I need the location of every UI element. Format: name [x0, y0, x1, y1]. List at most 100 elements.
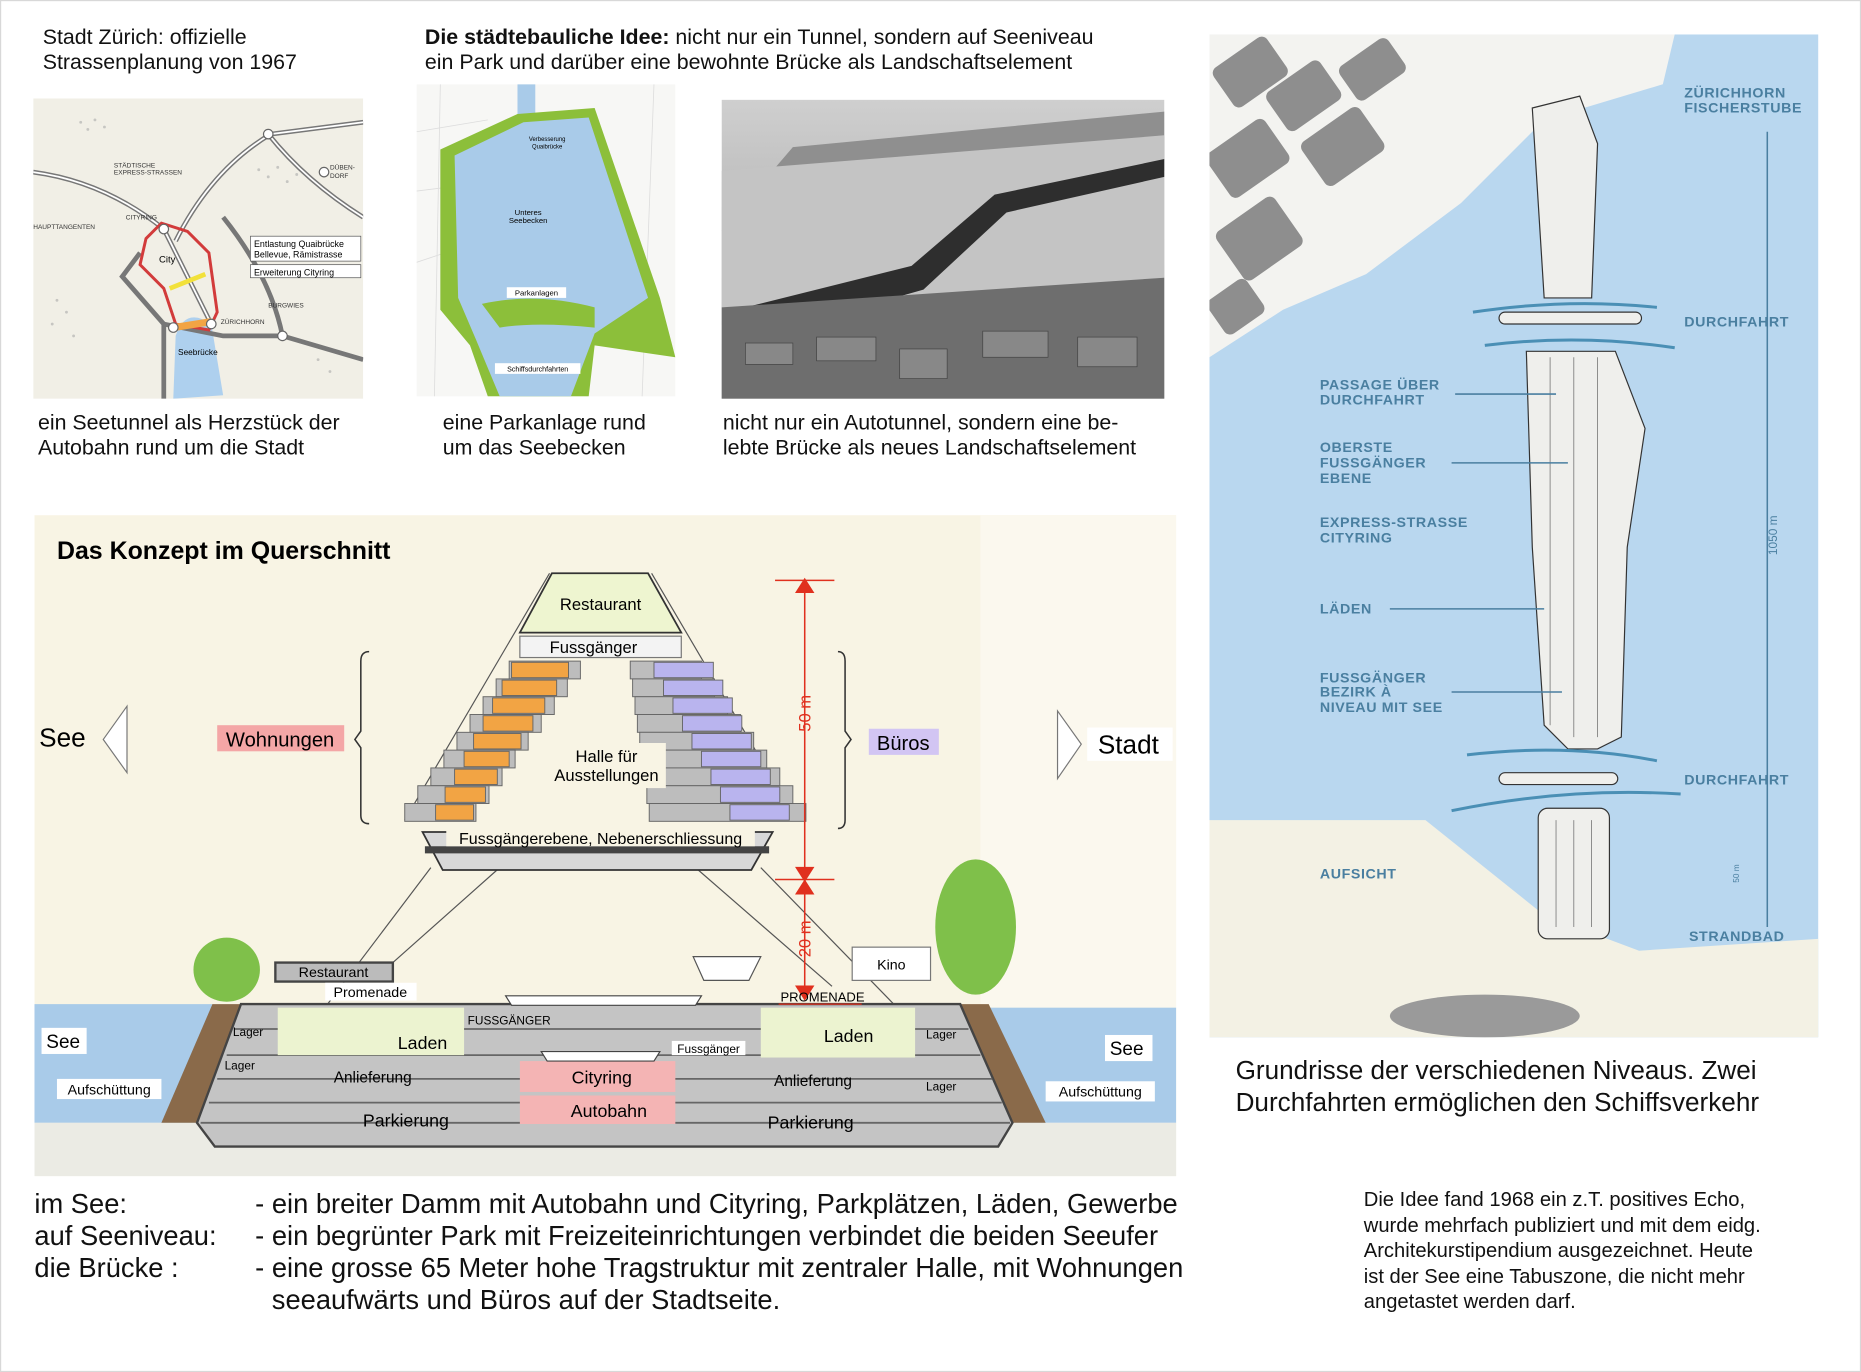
apartment-block: [482, 715, 534, 732]
apartment-block: [501, 679, 558, 696]
plan-label: FISCHERSTUBE: [1684, 101, 1802, 117]
anlieferung-label: Anlieferung: [334, 1069, 412, 1086]
lager-label: Lager: [926, 1080, 956, 1094]
map-label: Quaibrücke: [532, 144, 563, 150]
promenade-right-label: PROMENADE: [780, 990, 864, 1005]
plan-label: LÄDEN: [1320, 601, 1372, 618]
plan-label: BEZIRK À: [1320, 684, 1392, 701]
apartment-block: [435, 804, 475, 821]
office-block: [681, 715, 743, 732]
idea-text: ein Park und darüber eine bewohnte Brück…: [424, 49, 1073, 74]
office-block: [710, 768, 771, 786]
lager-label: Lager: [225, 1058, 255, 1072]
summary-text: seeaufwärts und Büros auf der Stadtseite…: [271, 1284, 781, 1316]
office-block: [719, 786, 781, 803]
park-plan-map: Verbesserung Quaibrücke Unteres Seebecke…: [416, 84, 676, 397]
summary-text: - ein breiter Damm mit Autobahn und City…: [255, 1188, 1178, 1219]
plan-label: DURCHFAHRT: [1684, 314, 1789, 330]
dim-50-label: 50 m: [796, 695, 815, 732]
heading-line: Stadt Zürich: offizielle: [42, 24, 247, 49]
section-title: Das Konzept im Querschnitt: [57, 537, 391, 565]
parkierung-label: Parkierung: [363, 1110, 449, 1130]
parkierung-label: Parkierung: [768, 1113, 854, 1133]
map-label: Unteres: [515, 208, 542, 217]
map-label-city: City: [159, 254, 176, 265]
restaurant-top-label: Restaurant: [560, 595, 642, 614]
plan-label: DURCHFAHRT: [1684, 773, 1789, 789]
aufschuettung-label: Aufschüttung: [68, 1082, 151, 1098]
plan-label: EXPRESS-STRASSE: [1320, 515, 1468, 531]
aufschuettung-label: Aufschüttung: [1059, 1085, 1142, 1101]
tree-icon: [193, 937, 260, 1002]
site-plan: ZÜRICHHORN FISCHERSTUBE DURCHFAHRT DURCH…: [1209, 34, 1819, 1038]
plan-width-label: 50 m: [1731, 864, 1741, 883]
idea-heading: Die städtebauliche Idee: nicht nur ein T…: [425, 25, 1094, 75]
plan-label: FUSSGÄNGER: [1320, 455, 1426, 472]
laden-label: Laden: [398, 1033, 448, 1053]
apartment-block: [444, 786, 486, 803]
plan-label: OBERSTE: [1320, 440, 1393, 456]
caption-line: nicht nur ein Autotunnel, sondern eine b…: [722, 410, 1119, 435]
idea-bold: Die städtebauliche Idee:: [424, 24, 670, 49]
lager-label: Lager: [233, 1025, 263, 1039]
plan-caption: Grundrisse der verschiedenen Niveaus. Zw…: [1236, 1054, 1759, 1118]
map-label: Erweiterung Cityring: [254, 267, 334, 277]
model-photo: [721, 99, 1165, 399]
restaurant-label: Restaurant: [299, 965, 369, 981]
apartment-block: [454, 768, 498, 786]
map-label: Seebrücke: [178, 347, 218, 357]
halle-label: Halle für: [576, 747, 638, 766]
map-label: Bellevue, Rämistrasse: [254, 250, 343, 260]
apartment-block: [492, 697, 546, 714]
stair-structure: [404, 660, 807, 822]
map2-caption: eine Parkanlage rund um das Seebecken: [443, 411, 646, 461]
summary-label: im See:: [34, 1188, 127, 1219]
tree-icon: [935, 859, 1016, 995]
idea-text: nicht nur ein Tunnel, sondern auf Seeniv…: [669, 24, 1094, 49]
office-block: [663, 679, 724, 696]
photo-caption: nicht nur ein Autotunnel, sondern eine b…: [723, 411, 1136, 461]
plan-label: EBENE: [1320, 471, 1372, 487]
map-label: DORF: [330, 173, 348, 180]
fussgaenger-caps-label: FUSSGÄNGER: [468, 1013, 551, 1027]
bueros-label: Büros: [877, 733, 930, 755]
map-label: EXPRESS-STRASSEN: [114, 169, 182, 176]
anlieferung-label: Anlieferung: [774, 1073, 852, 1090]
map-label: ZÜRICHHORN: [221, 318, 265, 326]
dimension-lines: [775, 577, 835, 1001]
see-label: See: [39, 723, 85, 753]
apartment-block: [473, 733, 522, 750]
map-label: Schiffsdurchfahrten: [507, 365, 568, 373]
plan-label: ZÜRICHHORN: [1684, 84, 1786, 101]
cross-section-diagram: Das Konzept im Querschnitt See Stadt Woh…: [34, 515, 1177, 1177]
fussgaenger-top-label: Fussgänger: [550, 638, 638, 657]
promenade-label: Promenade: [334, 985, 408, 1001]
laden-label: Laden: [824, 1026, 874, 1046]
planning-heading: Stadt Zürich: offizielle Strassenplanung…: [43, 25, 297, 75]
map-label: Entlastung Quaibrücke: [254, 239, 344, 249]
right-arrow-icon: [1056, 709, 1082, 781]
road-planning-map: STÄDTISCHE EXPRESS-STRASSEN DÜBEN- DORF …: [33, 98, 364, 399]
office-block: [729, 804, 790, 821]
map-label: Parkanlagen: [515, 289, 558, 298]
map-label: Seebecken: [509, 216, 548, 225]
plan-label: DURCHFAHRT: [1320, 393, 1425, 409]
reception-note: Die Idee fand 1968 ein z.T. positives Ec…: [1364, 1187, 1761, 1315]
summary-text: - ein begrünter Park mit Freizeiteinrich…: [255, 1220, 1159, 1251]
caption-line: lebte Brücke als neues Landschaftselemen…: [722, 435, 1137, 460]
map-label: STÄDTISCHE: [114, 161, 156, 169]
kino-label: Kino: [877, 958, 906, 974]
map-label: DÜBEN-: [330, 164, 355, 172]
map-label: HAUPTTANGENTEN: [33, 224, 95, 231]
plan-label: CITYRING: [1320, 530, 1393, 546]
office-block: [672, 697, 733, 714]
plan-label: AUFSICHT: [1320, 866, 1397, 882]
map-label: Verbesserung: [529, 137, 566, 143]
office-block: [700, 750, 762, 768]
note-line: angetastet werden darf.: [1363, 1290, 1576, 1313]
see-low-label: See: [46, 1032, 80, 1053]
apartment-block: [463, 750, 510, 768]
caption-line: Durchfahrten ermöglichen den Schiffsverk…: [1235, 1087, 1760, 1117]
note-line: wurde mehrfach publiziert und mit dem ei…: [1363, 1213, 1761, 1237]
